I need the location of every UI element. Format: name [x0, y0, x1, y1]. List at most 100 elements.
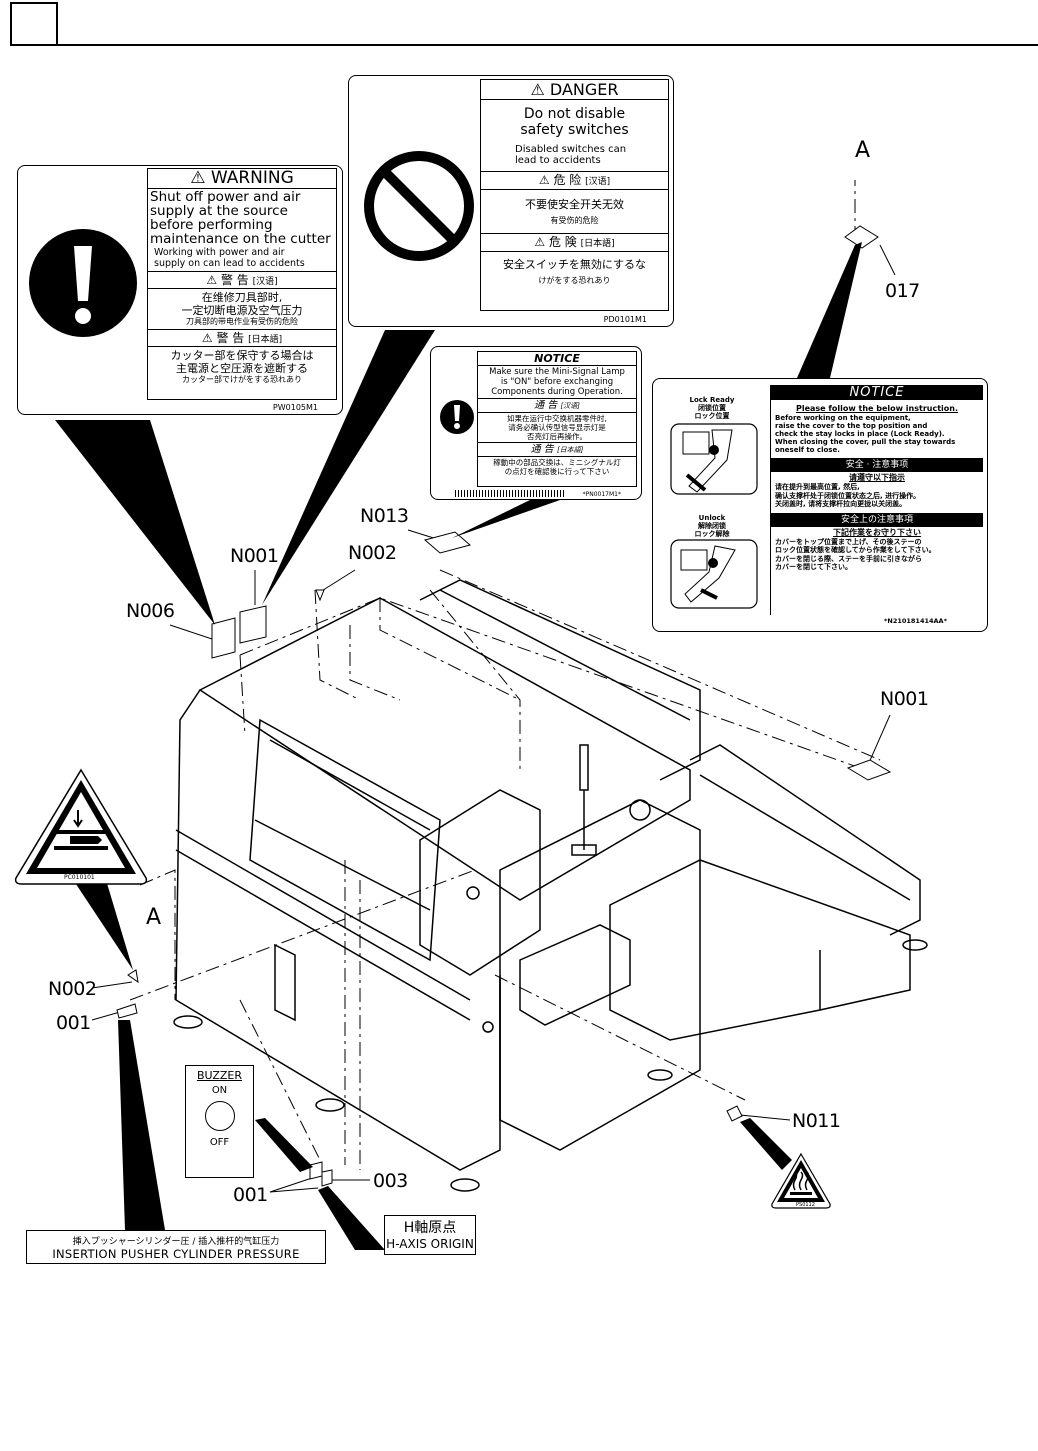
callout-n001-right: N001: [880, 688, 929, 710]
danger-jp-tag: [日本語]: [580, 239, 615, 249]
notice-large-cn-head: 请遵守以下指示: [849, 473, 905, 482]
lock-ready-label: Lock Ready: [689, 396, 735, 404]
warning-cn-sub: 刀具部的带电作业有受伤的危险: [148, 317, 336, 330]
callout-017: 017: [885, 280, 920, 302]
callout-001-bottom: 001: [233, 1184, 268, 1206]
left-panel: [519, 924, 631, 1026]
callout-a-left: A: [146, 905, 161, 930]
danger-code: PD0101M1: [603, 315, 647, 324]
notice-large-code: *N210181414AA*: [883, 617, 947, 625]
pressure-label-jp: 挿入プッシャーシリンダー圧 / 插入推杆的气缸压力: [72, 1237, 280, 1247]
notice-small-cn-line: 请务必确认传型信号显示灯是: [508, 423, 606, 432]
warning-en-sub: Working with power and air supply on can…: [148, 247, 336, 272]
warning-en-line: before performing: [150, 217, 273, 233]
notice-large-label: Lock Ready 闭锁位置 ロック位置 Unlock 解除闭锁 ロック解除 …: [652, 378, 988, 632]
lock-ready-cn: 闭锁位置: [698, 404, 726, 412]
danger-jp-title: 危 険: [548, 235, 577, 249]
notice-small-en-line: Make sure the Mini-Signal Lamp: [489, 367, 625, 377]
barcode: [455, 490, 565, 497]
notice-large-jp-line: ロック位置状態を確認してから作業をして下さい。: [775, 546, 936, 554]
notice-small-jp-line: 稼動中の部品交換は、ミニシグナル灯: [493, 458, 621, 467]
notice-small-code: *PN0017M1*: [582, 491, 621, 498]
unlock-jp: ロック解除: [694, 530, 730, 538]
warning-cn-tag: [汉语]: [252, 277, 278, 287]
danger-cn-title-row: ⚠ 危 险 [汉语]: [481, 172, 668, 190]
notice-large-jp-body: カバーをトップ位置まで上げ、その後ステーの ロック位置状態を確認してから作業をし…: [771, 538, 983, 572]
warning-en-line: maintenance on the cutter: [150, 231, 331, 247]
insertion-pusher-pressure-label: 挿入プッシャーシリンダー圧 / 插入推杆的气缸压力 INSERTION PUSH…: [26, 1230, 326, 1264]
danger-title: DANGER: [549, 80, 619, 99]
warning-triangle-icon: ⚠: [201, 331, 213, 345]
notice-large-jp-bar: 安全上の注意事項: [771, 512, 983, 527]
notice-large-en-head: Please follow the below instruction.: [795, 404, 959, 413]
machine-front-frame: [249, 718, 441, 962]
notice-large-cn-body: 请在提升到最高位置, 然后, 确认支撑杆处于闭锁位置状态之后, 进行操作。 关闭…: [771, 483, 983, 509]
pressure-label-en: INSERTION PUSHER CYLINDER PRESSURE: [52, 1247, 300, 1261]
callout-a-top: A: [855, 138, 870, 163]
leader-wedge-hot: [740, 1118, 792, 1170]
warning-symbol: [28, 191, 138, 376]
danger-label: ⚠ DANGER Do not disable safety switches …: [348, 75, 674, 327]
unlock-illustration: [670, 539, 758, 609]
danger-title-row: ⚠ DANGER: [481, 80, 668, 100]
warning-cn-main: 在维修刀具部时, 一定切断电源及空气压力: [148, 289, 336, 317]
feeder-rack-upper: [419, 579, 701, 781]
warning-title-row: ⚠ WARNING: [148, 169, 336, 189]
right-extension: [609, 859, 911, 1041]
danger-cn-tag: [汉语]: [585, 177, 611, 187]
warning-cn-title-row: ⚠ 警 告 [汉语]: [148, 272, 336, 289]
notice-small-jp: 稼動中の部品交換は、ミニシグナル灯 の点灯を確認後に行って下さい: [478, 457, 636, 477]
callout-n002-top: N002: [348, 542, 397, 564]
danger-en-sub: Disabled switches can lead to accidents: [481, 138, 668, 172]
notice-large-en-line: oneself to close.: [775, 446, 840, 454]
lock-ready-jp: ロック位置: [694, 412, 730, 420]
unlock-labels: Unlock 解除闭锁 ロック解除: [657, 504, 767, 538]
notice-small-title: NOTICE: [478, 352, 636, 366]
warning-cn-title: 警 告: [220, 273, 249, 287]
notice-small-en: Make sure the Mini-Signal Lamp is "ON" b…: [478, 366, 636, 399]
danger-triangle-icon: ⚠: [530, 80, 545, 99]
warning-en-sub-line: supply on can lead to accidents: [154, 258, 305, 269]
danger-text-panel: ⚠ DANGER Do not disable safety switches …: [480, 79, 669, 311]
danger-en-main: Do not disable safety switches: [481, 100, 668, 138]
buzzer-off: OFF: [209, 1137, 230, 1148]
notice-large-jp-line: カバーを閉じて下さい。: [775, 563, 852, 571]
signal-tower: [579, 744, 589, 791]
warning-en-line: supply at the source: [150, 203, 288, 219]
notice-large-divider: [770, 385, 771, 615]
danger-cn-sub: 有受伤的危险: [481, 212, 668, 234]
leader-wedge-notice: [452, 500, 560, 538]
danger-en-sub-line: Disabled switches can: [515, 144, 627, 155]
notice-small-label: NOTICE Make sure the Mini-Signal Lamp is…: [430, 346, 642, 500]
danger-cn-main: 不要使安全开关无效: [525, 198, 624, 211]
leader-wedge-danger: [262, 330, 435, 605]
notice-large-jp-line: カバーを閉じる際、ステーを手前に引きながら: [775, 554, 922, 563]
callout-n006: N006: [126, 600, 175, 622]
warning-cn-line: 在维修刀具部时,: [201, 291, 283, 304]
stay-lock-diagram: Lock Ready 闭锁位置 ロック位置 Unlock 解除闭锁 ロック解除: [657, 384, 767, 609]
callout-003: 003: [373, 1170, 408, 1192]
buzzer-plate: BUZZER ON OFF: [185, 1065, 254, 1178]
notice-large-en-line: raise the cover to the top position and: [775, 422, 928, 430]
buzzer-title: BUZZER: [196, 1069, 243, 1082]
warning-label: ⚠ WARNING Shut off power and air supply …: [17, 165, 343, 415]
danger-jp-title-row: ⚠ 危 険 [日本語]: [481, 234, 668, 252]
callout-n002-left: N002: [48, 978, 97, 1000]
hot-label-code: PS0112: [796, 1202, 815, 1208]
hot-surface-label: PS0112: [770, 1152, 832, 1210]
warning-jp-tag: [日本語]: [248, 335, 283, 345]
h-axis-label-en: H-AXIS ORIGIN: [386, 1237, 474, 1251]
warning-title: WARNING: [210, 168, 294, 188]
notice-small-cn-title: 通 告: [534, 400, 558, 411]
warning-code: PW0105M1: [272, 403, 318, 412]
notice-small-en-line: is "ON" before exchanging: [500, 377, 614, 387]
notice-large-cn-line: 确认支撑杆处于闭锁位置状态之后, 进行操作。: [775, 491, 921, 500]
danger-en-line: Do not disable: [523, 106, 626, 122]
danger-cn-title: 危 险: [553, 173, 582, 187]
pinch-hazard-label: PC010101: [12, 766, 150, 888]
danger-jp-main: 安全スイッチを無効にするな: [502, 258, 647, 271]
warning-en-line: Shut off power and air: [150, 189, 301, 205]
feeder-rack-lower: [689, 744, 921, 936]
leader-wedge-pinch: [60, 860, 133, 970]
machine-top-outline: [198, 597, 691, 901]
